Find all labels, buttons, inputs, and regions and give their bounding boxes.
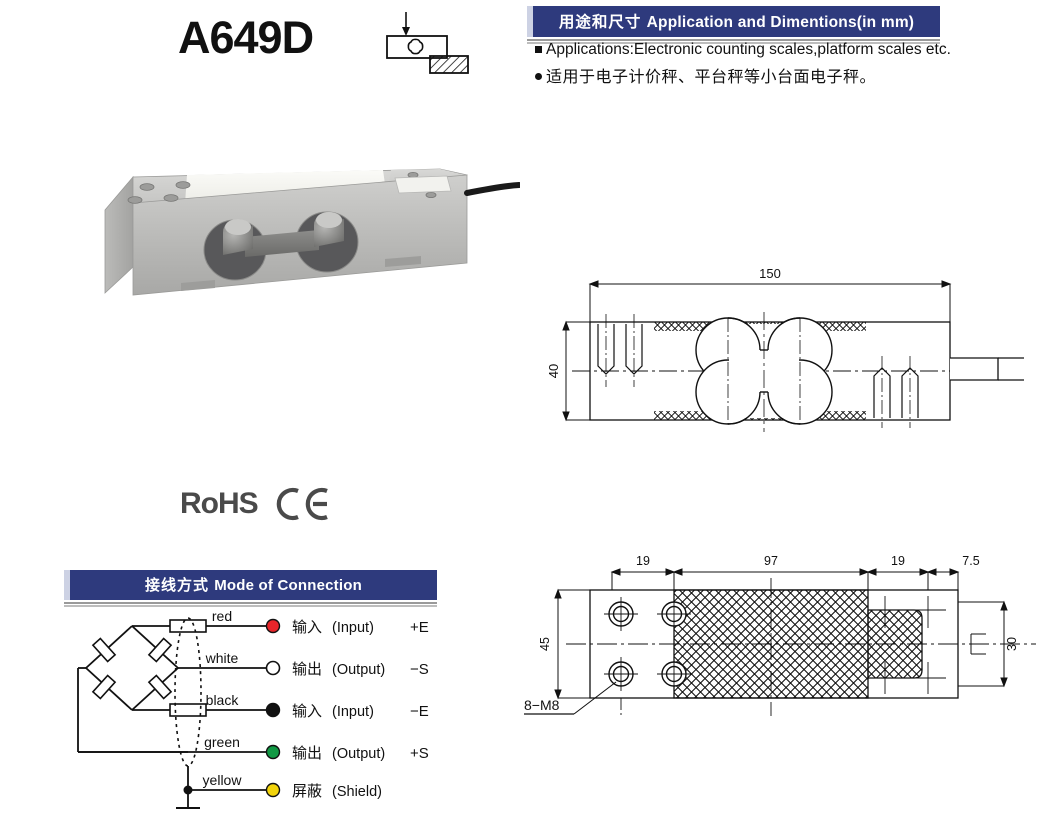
wire-en-label: (Output) xyxy=(332,746,385,762)
wire-color-label: white xyxy=(205,650,239,666)
wire-color-label: black xyxy=(206,692,240,708)
dim-width-label: 45 xyxy=(538,637,552,651)
wire-row-red: red 输入 (Input) +E xyxy=(212,608,429,636)
application-banner-text: 用途和尺寸 Application and Dimentions(in mm) xyxy=(527,6,940,37)
terminal-dot-black xyxy=(265,702,281,718)
application-text-cn: 适用于电子计价秤、平台秤等小台面电子秤。 xyxy=(546,68,877,86)
wire-signal-label: −S xyxy=(410,661,429,678)
connection-banner-en: Mode of Connection xyxy=(214,577,362,594)
wire-row-white: white 输出 (Output) −S xyxy=(205,650,429,678)
page-title: A649D xyxy=(178,12,314,63)
application-banner-en: Application and Dimentions(in mm) xyxy=(646,14,915,31)
load-direction-icon xyxy=(380,8,480,74)
dim-seg-mid-label: 97 xyxy=(764,554,778,568)
dim-seg-right-label: 19 xyxy=(891,554,905,568)
ce-icon xyxy=(272,487,330,521)
wire-signal-label: +E xyxy=(410,619,429,636)
wire-cn-label: 屏蔽 xyxy=(292,783,322,800)
terminal-dot-green xyxy=(265,744,281,760)
dim-height-label: 40 xyxy=(546,364,561,378)
connection-banner-cn: 接线方式 xyxy=(145,577,215,594)
application-list: Applications:Electronic counting scales,… xyxy=(530,40,1050,95)
application-banner: 用途和尺寸 Application and Dimentions(in mm) xyxy=(527,6,940,44)
wire-cn-label: 输出 xyxy=(292,661,322,678)
wire-row-yellow: yellow 屏蔽 (Shield) xyxy=(203,772,382,800)
wire-cn-label: 输入 xyxy=(292,703,322,720)
certification-marks: RoHS xyxy=(180,487,330,521)
wire-color-label: red xyxy=(212,610,232,624)
wire-signal-label: −E xyxy=(410,703,429,720)
wire-row-green: green 输出 (Output) +S xyxy=(204,734,429,762)
wire-color-label: yellow xyxy=(203,772,243,788)
wire-row-black: black 输入 (Input) −E xyxy=(206,692,429,720)
thread-callout-label: 8−M8 xyxy=(524,697,560,713)
side-view-drawing: 150 40 xyxy=(528,262,1048,452)
wire-en-label: (Shield) xyxy=(332,784,382,800)
rohs-icon: RoHS xyxy=(180,487,259,520)
application-text-en: Applications:Electronic counting scales,… xyxy=(546,41,951,58)
wire-en-label: (Input) xyxy=(332,620,374,636)
connection-banner: 接线方式 Mode of Connection xyxy=(64,570,437,607)
wire-cn-label: 输入 xyxy=(292,619,322,636)
connection-banner-text: 接线方式 Mode of Connection xyxy=(64,570,437,600)
list-item: Applications:Electronic counting scales,… xyxy=(530,40,1050,61)
terminal-dot-red xyxy=(265,618,281,634)
top-view-drawing: 19 97 19 7.5 45 30 xyxy=(516,548,1051,728)
wiring-diagram: red 输入 (Input) +E white 输出 (Output) −S b… xyxy=(70,608,490,820)
dim-length-label: 150 xyxy=(759,266,781,281)
circle-bullet-icon xyxy=(530,67,546,80)
wire-en-label: (Input) xyxy=(332,704,374,720)
dim-seg-left-label: 19 xyxy=(636,554,650,568)
wire-cn-label: 输出 xyxy=(292,745,322,762)
terminal-dot-white xyxy=(265,660,281,676)
product-photo xyxy=(95,155,522,315)
dim-seg-end-label: 7.5 xyxy=(962,554,979,568)
application-banner-cn: 用途和尺寸 xyxy=(558,14,647,31)
wire-en-label: (Output) xyxy=(332,662,385,678)
list-item: 适用于电子计价秤、平台秤等小台面电子秤。 xyxy=(530,67,1050,89)
terminal-dot-yellow xyxy=(265,782,281,798)
wire-color-label: green xyxy=(204,734,240,750)
square-bullet-icon xyxy=(530,40,546,53)
banner-rule xyxy=(64,602,437,607)
banner-rule xyxy=(527,39,940,44)
wire-signal-label: +S xyxy=(410,745,429,762)
